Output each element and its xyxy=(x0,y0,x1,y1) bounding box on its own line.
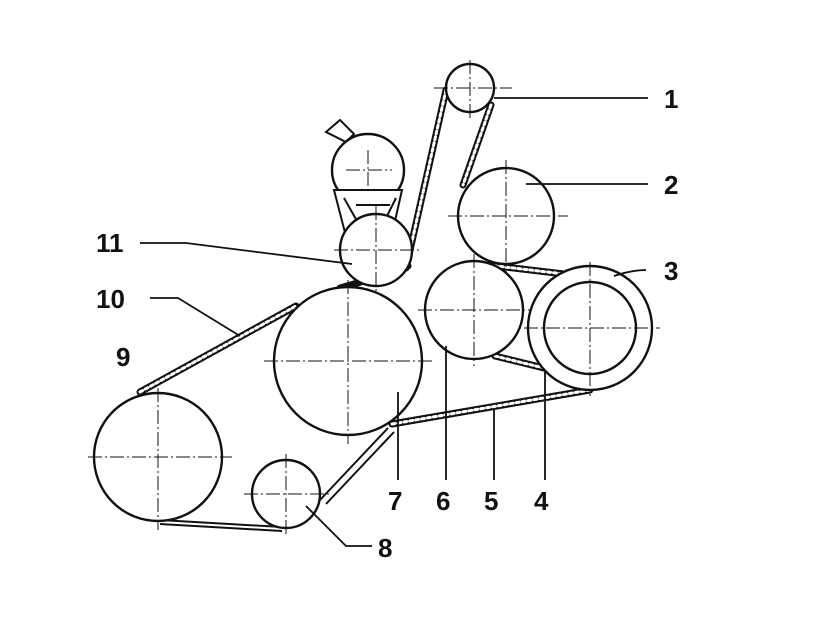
leader-10 xyxy=(150,297,241,337)
pulley-3-4-axis xyxy=(524,262,660,396)
pulley-7-axis xyxy=(264,280,432,444)
pulley-9-axis xyxy=(88,388,232,530)
pulley-2-axis xyxy=(448,160,568,274)
callout-6: 6 xyxy=(436,486,450,516)
leader-8 xyxy=(305,505,372,547)
pulley-8-axis xyxy=(244,454,330,534)
leader-lines xyxy=(140,97,648,547)
belt-7-8-run xyxy=(319,427,389,501)
belt-upper-right-run-inner xyxy=(461,103,493,187)
tensioner-axis xyxy=(346,150,392,192)
pulley-1-axis xyxy=(434,60,512,120)
tensioner-tab xyxy=(324,118,356,144)
belt-9-8-bottom-2 xyxy=(159,523,283,532)
belt-9-8-bottom xyxy=(159,519,283,528)
callout-labels: 1 2 3 4 5 6 7 8 9 10 11 xyxy=(96,84,678,563)
belt-upper-left-run-inner xyxy=(404,88,448,270)
pulley-11-axis xyxy=(334,206,420,294)
callout-9: 9 xyxy=(116,342,130,372)
callout-8: 8 xyxy=(378,533,392,563)
belt-5-run-inner xyxy=(390,388,592,426)
pulley-6-axis xyxy=(418,254,532,366)
leader-11 xyxy=(140,242,353,265)
callout-10: 10 xyxy=(96,284,125,314)
belt-7-8-run-2 xyxy=(325,431,395,505)
callout-1: 1 xyxy=(664,84,678,114)
callout-2: 2 xyxy=(664,170,678,200)
callout-3: 3 xyxy=(664,256,678,286)
callout-4: 4 xyxy=(534,486,549,516)
callout-5: 5 xyxy=(484,486,498,516)
callout-7: 7 xyxy=(388,486,402,516)
belt-10-run-inner xyxy=(138,304,298,394)
leader-3 xyxy=(613,269,647,277)
callout-11: 11 xyxy=(96,228,124,258)
pulleys xyxy=(88,60,660,534)
